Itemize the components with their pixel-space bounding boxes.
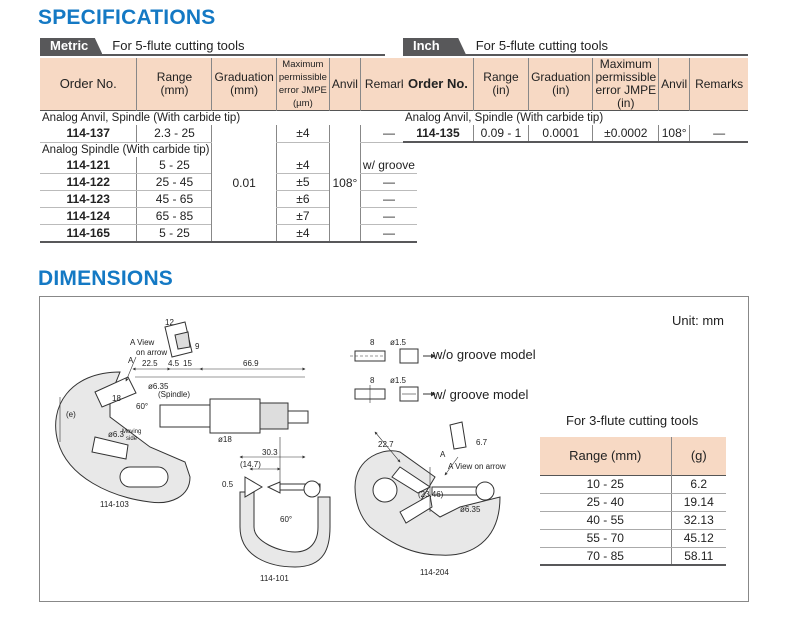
micrometer-114-103-drawing [55, 321, 309, 504]
dim-label: 30.3 [262, 448, 278, 457]
dim-label: (23.46) [418, 490, 444, 499]
dim-label: 22.7 [378, 440, 394, 449]
dim-label: ø1.5 [390, 376, 407, 385]
dimensions-panel [39, 296, 749, 602]
dim-label: 60° [136, 402, 148, 411]
metric-col-order: Order No. [40, 58, 137, 111]
groove-model-drawings [350, 348, 436, 403]
metric-tabbar: Metric For 5-flute cutting tools [40, 38, 245, 54]
metric-graduation-cell: 0.01 [211, 125, 277, 243]
inch-spec-table: Order No. Range(in) Graduation(in) Maxim… [403, 58, 748, 143]
table-row: 114-137 2.3 - 25 0.01 ±4 108° — [40, 125, 417, 243]
dim-label: ø6.35 [460, 505, 481, 514]
metric-col-range: Range(mm) [136, 58, 212, 111]
col-g: (g) [670, 437, 726, 475]
metric-col-graduation: Graduation(mm) [211, 58, 277, 111]
dim-label: 66.9 [243, 359, 259, 368]
inch-tabbar: Inch For 5-flute cutting tools [403, 38, 608, 54]
dim-label: on arrow [136, 348, 167, 357]
dim-label: (14.7) [240, 460, 261, 469]
inch-col-graduation: Graduation(in) [528, 58, 593, 111]
dim-label: A View on arrow [448, 462, 506, 471]
micrometer-114-101-drawing [239, 437, 331, 568]
specifications-heading: SPECIFICATIONS [38, 6, 216, 29]
dim-label: 0.5 [222, 480, 234, 489]
inch-col-anvil: Anvil [658, 58, 690, 111]
dim-label: Moving [122, 429, 141, 435]
inch-tab: Inch [403, 38, 466, 54]
wo-groove-label: w/o groove model [433, 347, 536, 362]
dim-label: A [128, 356, 134, 365]
metric-col-anvil: Anvil [328, 58, 361, 111]
dim-label: 8 [370, 338, 375, 347]
dim-label: side [126, 436, 138, 442]
metric-group-anvil-spindle: Analog Anvil, Spindle (With carbide tip) [42, 112, 241, 124]
dim-label: 18 [112, 394, 121, 403]
dim-label: 60° [280, 515, 292, 524]
inch-col-order: Order No. [403, 58, 474, 111]
inch-col-remarks: Remarks [689, 58, 748, 111]
metric-spec-table: Order No. Range(mm) Graduation(mm) Maxim… [40, 58, 417, 243]
inch-note: For 5-flute cutting tools [475, 38, 608, 53]
metric-note: For 5-flute cutting tools [112, 38, 245, 53]
dim-label: ø18 [218, 435, 232, 444]
inch-col-range: Range(in) [472, 58, 529, 111]
dim-label: 8 [370, 376, 375, 385]
dimensions-heading: DIMENSIONS [38, 267, 174, 290]
dim-label: 9 [195, 342, 200, 351]
table-row: 114-135 0.09 - 1 0.0001 ±0.0002 108° — [403, 125, 748, 143]
col-range-mm: Range (mm) [540, 437, 672, 475]
dim-label: 12 [165, 318, 174, 327]
dim-label: (Spindle) [158, 390, 190, 399]
inch-tab-rule [403, 54, 748, 56]
model-label-114-204: 114-204 [420, 568, 449, 577]
micrometer-114-204-drawing [354, 421, 501, 556]
metric-tab-rule [40, 54, 385, 56]
inch-group-anvil-spindle: Analog Anvil, Spindle (With carbide tip) [405, 112, 604, 124]
unit-label: Unit: mm [672, 313, 724, 328]
dim-label: ø1.5 [390, 338, 407, 347]
dim-label: ø6.35 [148, 382, 169, 391]
three-flute-note: For 3-flute cutting tools [566, 413, 699, 428]
metric-tab: Metric [40, 38, 103, 54]
dim-label: 15 [183, 359, 192, 368]
dim-label: 4.5 [168, 359, 180, 368]
dim-label: 22.5 [142, 359, 158, 368]
metric-group-spindle: Analog Spindle (With carbide tip) [42, 143, 210, 156]
dim-label: ø6.3 [108, 430, 125, 439]
dimension-drawings: 12 9 A View on arrow A 22.5 4.5 15 66.9 … [55, 318, 506, 583]
dim-label: A [440, 450, 446, 459]
model-label-114-101: 114-101 [260, 574, 289, 583]
dim-label: A View [130, 338, 155, 347]
dim-label: (e) [66, 410, 76, 419]
dim-label: 6.7 [476, 438, 488, 447]
metric-anvil-cell: 108° [328, 125, 361, 243]
model-label-114-103: 114-103 [100, 500, 129, 509]
w-groove-label: w/ groove model [433, 387, 529, 402]
